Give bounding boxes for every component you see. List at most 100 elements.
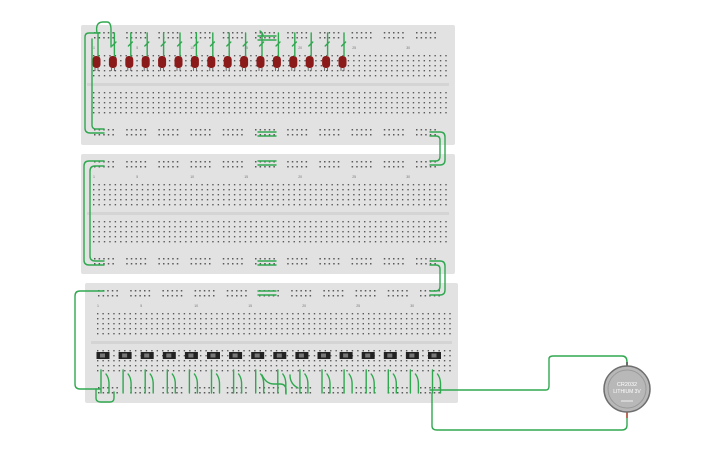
rail-hole[interactable]	[406, 392, 408, 394]
breadboard-hole[interactable]	[364, 194, 366, 196]
breadboard-hole[interactable]	[228, 194, 230, 196]
breadboard-hole[interactable]	[353, 226, 355, 228]
rail-hole[interactable]	[383, 258, 386, 260]
breadboard-hole[interactable]	[336, 184, 339, 186]
rail-hole[interactable]	[94, 166, 96, 168]
breadboard-hole[interactable]	[255, 75, 257, 77]
breadboard-hole[interactable]	[107, 365, 110, 367]
rail-hole[interactable]	[328, 32, 331, 34]
breadboard-hole[interactable]	[103, 194, 106, 196]
breadboard-hole[interactable]	[223, 75, 225, 77]
breadboard-hole[interactable]	[228, 221, 230, 223]
breadboard-hole[interactable]	[167, 313, 169, 315]
breadboard-hole[interactable]	[190, 70, 192, 72]
breadboard-hole[interactable]	[407, 75, 409, 77]
breadboard-hole[interactable]	[163, 75, 165, 77]
breadboard-hole[interactable]	[347, 189, 350, 191]
rail-hole[interactable]	[134, 290, 137, 292]
switch-toggle[interactable]	[210, 353, 216, 358]
breadboard-hole[interactable]	[250, 70, 252, 72]
rail-hole[interactable]	[351, 134, 354, 136]
breadboard-hole[interactable]	[422, 355, 424, 357]
rail-hole[interactable]	[199, 129, 202, 131]
breadboard-hole[interactable]	[418, 102, 420, 104]
breadboard-hole[interactable]	[212, 97, 214, 99]
breadboard-hole[interactable]	[194, 370, 196, 372]
breadboard-hole[interactable]	[125, 112, 127, 114]
breadboard-hole[interactable]	[168, 102, 171, 104]
rail-hole[interactable]	[130, 129, 133, 131]
breadboard-hole[interactable]	[261, 184, 263, 186]
breadboard-hole[interactable]	[378, 318, 381, 320]
breadboard-hole[interactable]	[185, 241, 187, 243]
rail-hole[interactable]	[333, 263, 335, 265]
breadboard-hole[interactable]	[152, 231, 155, 233]
breadboard-hole[interactable]	[217, 60, 220, 62]
breadboard-hole[interactable]	[237, 328, 240, 330]
breadboard-hole[interactable]	[304, 92, 306, 94]
breadboard-hole[interactable]	[286, 360, 289, 362]
breadboard-hole[interactable]	[255, 112, 257, 114]
rail-hole[interactable]	[241, 161, 243, 163]
rail-hole[interactable]	[300, 290, 302, 292]
breadboard-hole[interactable]	[174, 70, 176, 72]
breadboard-hole[interactable]	[244, 97, 247, 99]
breadboard-hole[interactable]	[277, 236, 279, 238]
rail-hole[interactable]	[351, 161, 354, 163]
rail-hole[interactable]	[429, 295, 431, 297]
rail-hole[interactable]	[268, 37, 271, 39]
breadboard-hole[interactable]	[223, 226, 225, 228]
breadboard-hole[interactable]	[277, 92, 279, 94]
breadboard-hole[interactable]	[400, 318, 402, 320]
breadboard-hole[interactable]	[418, 97, 420, 99]
breadboard-hole[interactable]	[449, 333, 451, 335]
breadboard-hole[interactable]	[201, 97, 203, 99]
breadboard-hole[interactable]	[147, 97, 149, 99]
breadboard-hole[interactable]	[330, 360, 332, 362]
breadboard-hole[interactable]	[107, 360, 110, 362]
rail-hole[interactable]	[162, 392, 164, 394]
breadboard-hole[interactable]	[136, 55, 138, 57]
rail-hole[interactable]	[226, 387, 229, 389]
breadboard-hole[interactable]	[358, 70, 360, 72]
rail-hole[interactable]	[393, 263, 395, 265]
breadboard-hole[interactable]	[346, 360, 348, 362]
breadboard-hole[interactable]	[179, 199, 182, 201]
breadboard-hole[interactable]	[114, 102, 117, 104]
rail-hole[interactable]	[333, 161, 335, 163]
rail-hole[interactable]	[387, 295, 390, 297]
breadboard-hole[interactable]	[136, 102, 138, 104]
breadboard-hole[interactable]	[97, 333, 99, 335]
rail-hole[interactable]	[388, 258, 390, 260]
breadboard-hole[interactable]	[331, 189, 333, 191]
breadboard-hole[interactable]	[439, 236, 442, 238]
breadboard-hole[interactable]	[97, 370, 99, 372]
rail-hole[interactable]	[144, 295, 146, 297]
breadboard-hole[interactable]	[308, 313, 310, 315]
rail-hole[interactable]	[144, 290, 146, 292]
breadboard-hole[interactable]	[335, 328, 337, 330]
breadboard-hole[interactable]	[151, 370, 153, 372]
breadboard-hole[interactable]	[438, 370, 440, 372]
breadboard-hole[interactable]	[163, 92, 165, 94]
breadboard-hole[interactable]	[129, 360, 131, 362]
breadboard-hole[interactable]	[326, 184, 328, 186]
rail-hole[interactable]	[236, 258, 239, 260]
breadboard-hole[interactable]	[255, 65, 257, 67]
breadboard-hole[interactable]	[183, 355, 186, 357]
breadboard-hole[interactable]	[369, 60, 371, 62]
breadboard-hole[interactable]	[342, 97, 344, 99]
rail-hole[interactable]	[393, 161, 395, 163]
led-body[interactable]	[322, 56, 331, 68]
breadboard-hole[interactable]	[423, 236, 426, 238]
rail-hole[interactable]	[209, 263, 211, 265]
rail-hole[interactable]	[287, 32, 289, 34]
rail-hole[interactable]	[365, 263, 367, 265]
breadboard-hole[interactable]	[221, 333, 224, 335]
breadboard-hole[interactable]	[320, 199, 323, 201]
breadboard-hole[interactable]	[385, 189, 388, 191]
rail-hole[interactable]	[116, 290, 118, 292]
rail-hole[interactable]	[287, 258, 289, 260]
rail-hole[interactable]	[140, 37, 142, 39]
rail-hole[interactable]	[199, 392, 201, 394]
